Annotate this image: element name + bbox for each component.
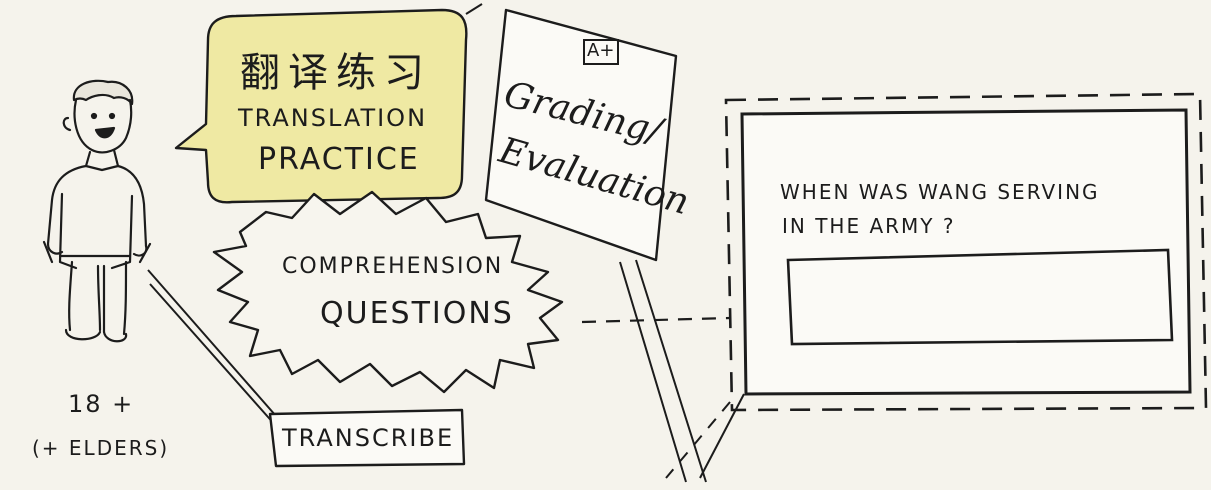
- grade-badge: A+: [587, 40, 615, 61]
- translation-chinese: 翻译练习: [240, 50, 432, 96]
- comprehension-line2: QUESTIONS: [320, 296, 514, 331]
- translation-line1: TRANSLATION: [238, 104, 428, 132]
- persona-note: (+ ELDERS): [32, 436, 170, 460]
- transcribe-label[interactable]: TRANSCRIBE: [282, 424, 455, 452]
- answer-box-outline: [786, 248, 1174, 346]
- question-prompt-line2: IN THE ARMY ?: [782, 214, 956, 238]
- grade-badge-box: [583, 39, 619, 65]
- answer-input[interactable]: [796, 262, 1168, 338]
- speech-bubble-icon: [174, 8, 468, 204]
- translation-line2: PRACTICE: [258, 142, 420, 177]
- transcribe-pointer: [147, 269, 277, 427]
- grading-card: [484, 8, 678, 262]
- burst-bubble-icon: [212, 190, 564, 394]
- question-prompt-line1: WHEN WAS WANG SERVING: [780, 180, 1100, 204]
- persona-age: 18 +: [68, 390, 135, 418]
- person-sketch-icon: [42, 79, 152, 343]
- comprehension-line1: COMPREHENSION: [282, 254, 504, 279]
- connector-dashed: [581, 316, 731, 324]
- transcribe-box: [268, 408, 466, 468]
